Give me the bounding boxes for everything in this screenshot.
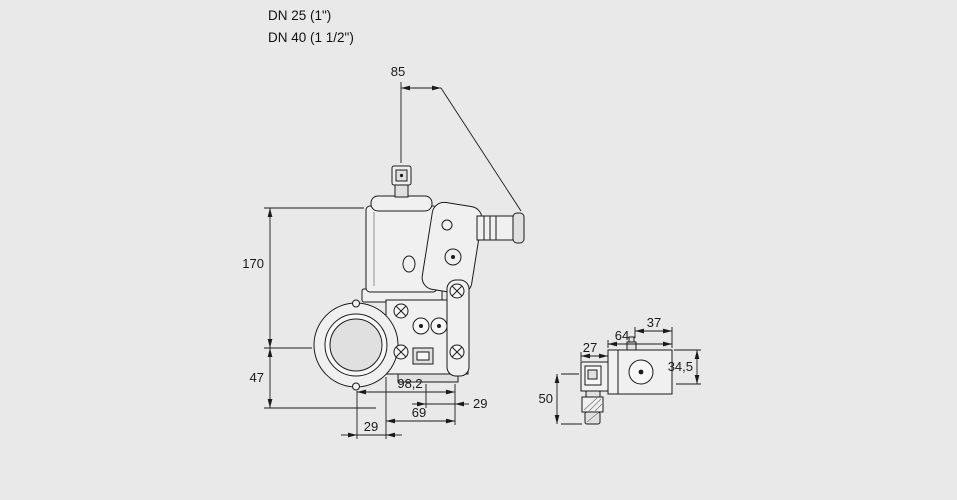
dim-34-5: 34,5: [668, 349, 701, 385]
bonnet-plate: [421, 201, 483, 295]
gland-nut: [581, 396, 604, 413]
detail-top-screw-tip: [628, 336, 635, 343]
adjustment-knob-center: [399, 173, 404, 178]
bolt-hole-x: [449, 283, 465, 299]
port-circle: [412, 317, 430, 335]
actuator-cap: [370, 195, 433, 212]
gland-hatch: [588, 398, 602, 412]
size-designations: DN 25 (1") DN 40 (1 1/2"): [268, 5, 354, 49]
gland-hatch: [594, 403, 603, 412]
connector-body: [476, 215, 514, 241]
port-circle: [430, 317, 448, 335]
valve-actuator: [361, 165, 443, 303]
detail-dial-center: [638, 369, 644, 375]
dim-label-64: 64: [615, 328, 629, 343]
stem-neck: [394, 183, 409, 198]
bolt-hole-x: [393, 303, 409, 319]
dim-label-29-right: 29: [473, 396, 487, 411]
dim-37: 37: [634, 315, 672, 338]
dim-label-29-bottom: 29: [364, 419, 378, 434]
dim-29-right: 29: [412, 396, 487, 411]
dim-label-37: 37: [647, 315, 661, 330]
flange-thread-circle: [329, 318, 383, 372]
flange-rim-notch-top: [352, 299, 360, 308]
body-base-step: [397, 373, 459, 383]
bonnet-port: [444, 248, 462, 266]
dim-69: 69: [386, 405, 455, 424]
dim-ext-line: [440, 87, 522, 212]
dim-label-27: 27: [583, 340, 597, 355]
dim-label-98-2: 98,2: [397, 376, 422, 391]
size-dn25-label: DN 25 (1"): [268, 8, 332, 23]
size-dn40-label: DN 40 (1 1/2"): [268, 30, 354, 45]
detail-plug-socket: [587, 369, 598, 380]
electrical-connector: [476, 212, 525, 244]
dim-98-2: 98,2: [357, 376, 455, 395]
flange-rim-notch-bottom: [352, 382, 360, 391]
dim-64: 64: [607, 327, 673, 348]
dim-label-69: 69: [412, 405, 426, 420]
bonnet-port-center: [451, 255, 455, 259]
dim-50: 50: [539, 373, 582, 425]
valve-body: [313, 279, 470, 391]
dim-85: 85: [391, 64, 522, 212]
detail-view: [580, 336, 673, 425]
bonnet-hole: [441, 219, 453, 231]
detail-cable-gland: [581, 390, 604, 425]
detail-body: [607, 336, 673, 395]
dim-label-50: 50: [539, 391, 553, 406]
dimensions-main-view: 85 170 47 98,2: [242, 64, 522, 439]
bolt-hole-x: [449, 344, 465, 360]
gland-neck: [585, 390, 601, 398]
actuator-sight-port: [402, 255, 416, 273]
dimensions-detail-view: 27 64 37 34,5: [539, 315, 701, 425]
dim-27: 27: [580, 340, 608, 361]
detail-top-screw: [626, 341, 637, 351]
gland-hatch: [583, 397, 598, 411]
detail-connector: [580, 361, 609, 392]
valve-main-view: [313, 165, 525, 391]
dim-label-170: 170: [242, 256, 264, 271]
dim-label-85: 85: [391, 64, 405, 79]
dim-label-47: 47: [250, 370, 264, 385]
dim-label-34-5: 34,5: [668, 359, 693, 374]
bolt-hole-x: [393, 344, 409, 360]
dim-29-bottom: 29: [341, 419, 402, 438]
valve-bonnet-plate: [421, 201, 483, 295]
connector-cap: [512, 212, 525, 244]
gland-hatch: [586, 412, 599, 423]
body-plate-detail-inner: [416, 351, 430, 361]
